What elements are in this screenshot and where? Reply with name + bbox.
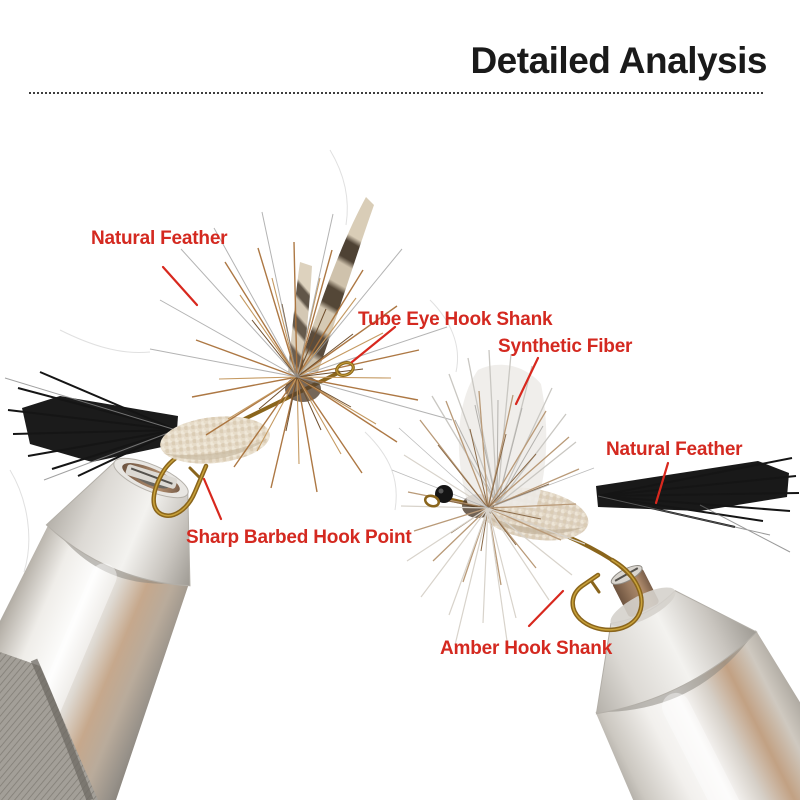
left-tail-feather <box>4 371 178 481</box>
right-fly <box>391 349 800 649</box>
leader-natural-feather-left <box>161 265 199 307</box>
left-grizzly-wings <box>288 197 374 374</box>
annotation-synthetic-fiber: Synthetic Fiber <box>498 336 633 357</box>
annotation-sharp-barbed-hook-point: Sharp Barbed Hook Point <box>186 527 412 548</box>
right-synthetic-fiber-wing <box>431 349 577 508</box>
left-vise-grip-edge <box>30 658 94 800</box>
left-vise <box>0 457 191 800</box>
annotation-amber-hook-shank: Amber Hook Shank <box>440 638 613 659</box>
leader-synthetic-fiber <box>514 356 540 406</box>
right-hackle-fibers <box>391 390 595 649</box>
right-vise-highlight <box>661 692 800 800</box>
right-vise-cone-shadow <box>595 630 756 713</box>
left-hook-tube-eye <box>335 361 355 377</box>
left-chenille-body <box>160 416 270 464</box>
annotation-natural-feather-left: Natural Feather <box>91 228 228 249</box>
leader-amber-hook-shank <box>527 589 565 628</box>
left-fly <box>4 197 453 518</box>
annotation-leader-lines <box>161 265 670 628</box>
left-hackle-fibers <box>149 211 453 493</box>
leader-tube-eye-hook-shank <box>350 325 397 364</box>
dotted-divider <box>29 92 763 94</box>
annotation-tube-eye-hook-shank: Tube Eye Hook Shank <box>358 309 553 330</box>
right-vise-cylinder <box>595 630 800 800</box>
annotation-natural-feather-right: Natural Feather <box>606 439 743 460</box>
right-hook-barb <box>590 580 601 594</box>
right-hook-eye <box>423 494 441 508</box>
page-title: Detailed Analysis <box>470 40 767 81</box>
left-vise-tube-slot <box>130 467 173 485</box>
background-stray-fibers <box>9 149 459 573</box>
leader-natural-feather-right <box>654 461 670 505</box>
right-tail-feather <box>596 457 800 553</box>
leader-sharp-barbed-hook-point <box>202 477 223 521</box>
right-fly-head <box>423 485 453 508</box>
left-hook-barb <box>188 466 201 479</box>
